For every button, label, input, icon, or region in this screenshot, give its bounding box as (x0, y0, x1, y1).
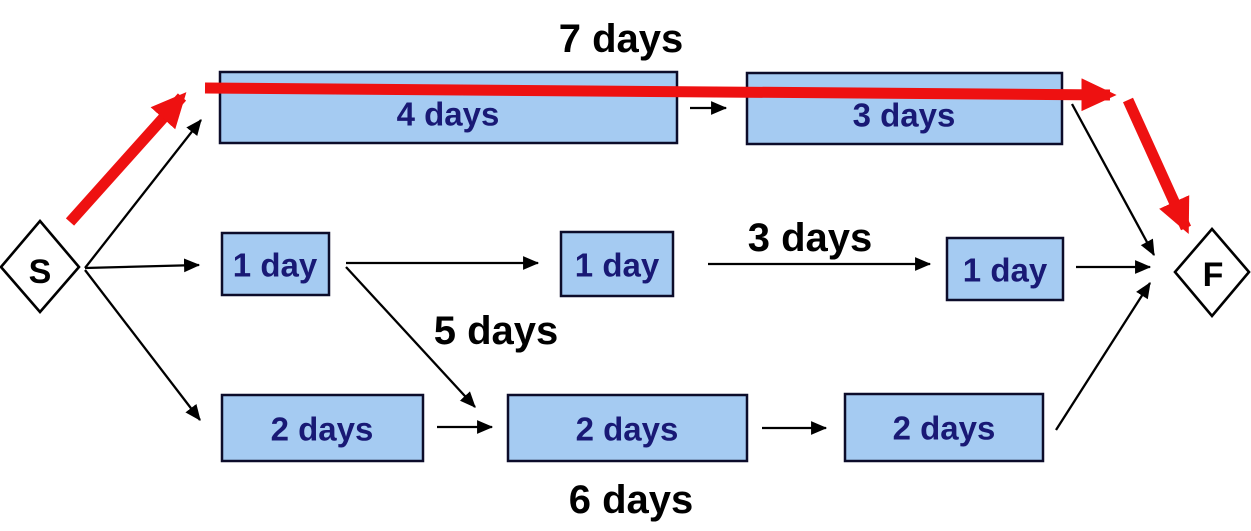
middle-segment-duration-label: 3 days (748, 216, 873, 260)
task-box-middle-1 (220, 231, 331, 297)
finish-node-label: F (1203, 256, 1224, 294)
task-label-middle-3: 1 day (963, 252, 1048, 289)
task-box-bottom-1 (220, 393, 425, 463)
connector-top2-to-finish (1070, 103, 1156, 257)
task-label-bottom-1: 2 days (271, 411, 374, 448)
connector-start-to-middle1 (84, 258, 201, 273)
start-node-diamond (0, 218, 81, 314)
bottom-path-duration-label: 6 days (569, 478, 694, 522)
duration-labels: 7 days 3 days 5 days 6 days (434, 17, 873, 522)
task-box-bottom-2 (506, 393, 749, 463)
nodes: S F (0, 218, 1251, 319)
task-box-middle-2 (559, 230, 675, 298)
task-label-middle-1: 1 day (233, 247, 318, 284)
task-label-middle-2: 1 day (575, 247, 660, 284)
critical-path (65, 78, 1192, 235)
connector-start-to-bottom1 (84, 269, 201, 421)
finish-node-diamond (1173, 227, 1251, 319)
critical-path-segment-start (65, 92, 187, 226)
task-box-middle-3 (945, 236, 1065, 302)
task-label-bottom-2: 2 days (576, 411, 679, 448)
task-boxes: 4 days 3 days 1 day 1 day 1 day 2 days 2… (218, 70, 1065, 463)
connector-bottom3-to-finish (1055, 282, 1151, 431)
start-node-label: S (29, 253, 52, 291)
task-box-top-2 (745, 71, 1064, 146)
connectors (84, 101, 1156, 435)
critical-path-segment-top (204, 78, 1117, 112)
top-path-duration-label: 7 days (559, 17, 684, 61)
task-label-top-2: 3 days (853, 97, 956, 134)
connector-middle1-to-bottom2-cross-link (345, 266, 476, 408)
task-label-top-1: 4 days (397, 96, 500, 133)
task-box-bottom-3 (843, 392, 1045, 463)
task-label-bottom-3: 2 days (893, 410, 996, 447)
cross-link-duration-label: 5 days (434, 309, 559, 353)
critical-path-segment-finish (1122, 97, 1192, 235)
connector-start-to-top1 (84, 119, 202, 269)
